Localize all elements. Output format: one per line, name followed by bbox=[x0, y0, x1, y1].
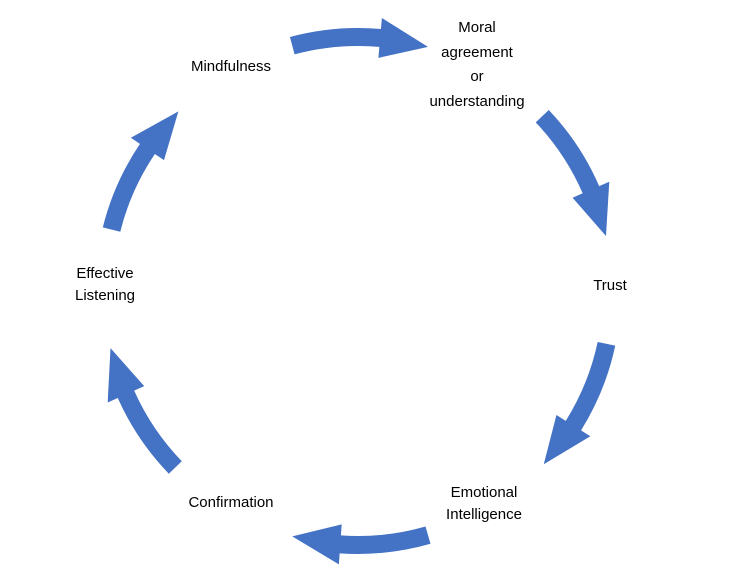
node-label-line: Mindfulness bbox=[190, 58, 272, 75]
arrow-confirmation-to-listening bbox=[107, 348, 182, 474]
node-label-line: Emotional bbox=[450, 484, 518, 501]
arrow-moral-to-trust bbox=[535, 109, 610, 237]
arrow-trust-to-emotional bbox=[543, 341, 616, 465]
node-label-line: Moral bbox=[458, 19, 496, 36]
node-label-line: Trust bbox=[593, 277, 627, 294]
arrow-listening-to-mindfulness bbox=[102, 111, 179, 232]
node-label-line: Effective bbox=[76, 265, 134, 282]
node-label-line: Confirmation bbox=[188, 494, 274, 511]
node-emotional-intelligence: Emotional Intelligence bbox=[446, 482, 522, 526]
node-effective-listening: Effective Listening bbox=[75, 263, 135, 307]
node-label-line: Listening bbox=[74, 287, 136, 304]
node-confirmation: Confirmation bbox=[188, 492, 273, 514]
node-moral-agreement: Moral agreement or understanding bbox=[429, 16, 524, 114]
node-label-line: understanding bbox=[429, 92, 525, 110]
cycle-arrows bbox=[102, 18, 616, 565]
arrow-mindfulness-to-moral bbox=[289, 18, 429, 58]
node-label-line: agreement bbox=[441, 43, 513, 61]
node-trust: Trust bbox=[593, 275, 627, 297]
arrow-emotional-to-confirmation bbox=[292, 524, 431, 565]
node-label-line: Intelligence bbox=[446, 506, 522, 523]
node-mindfulness: Mindfulness bbox=[191, 56, 271, 78]
node-label-line: or bbox=[470, 68, 484, 85]
